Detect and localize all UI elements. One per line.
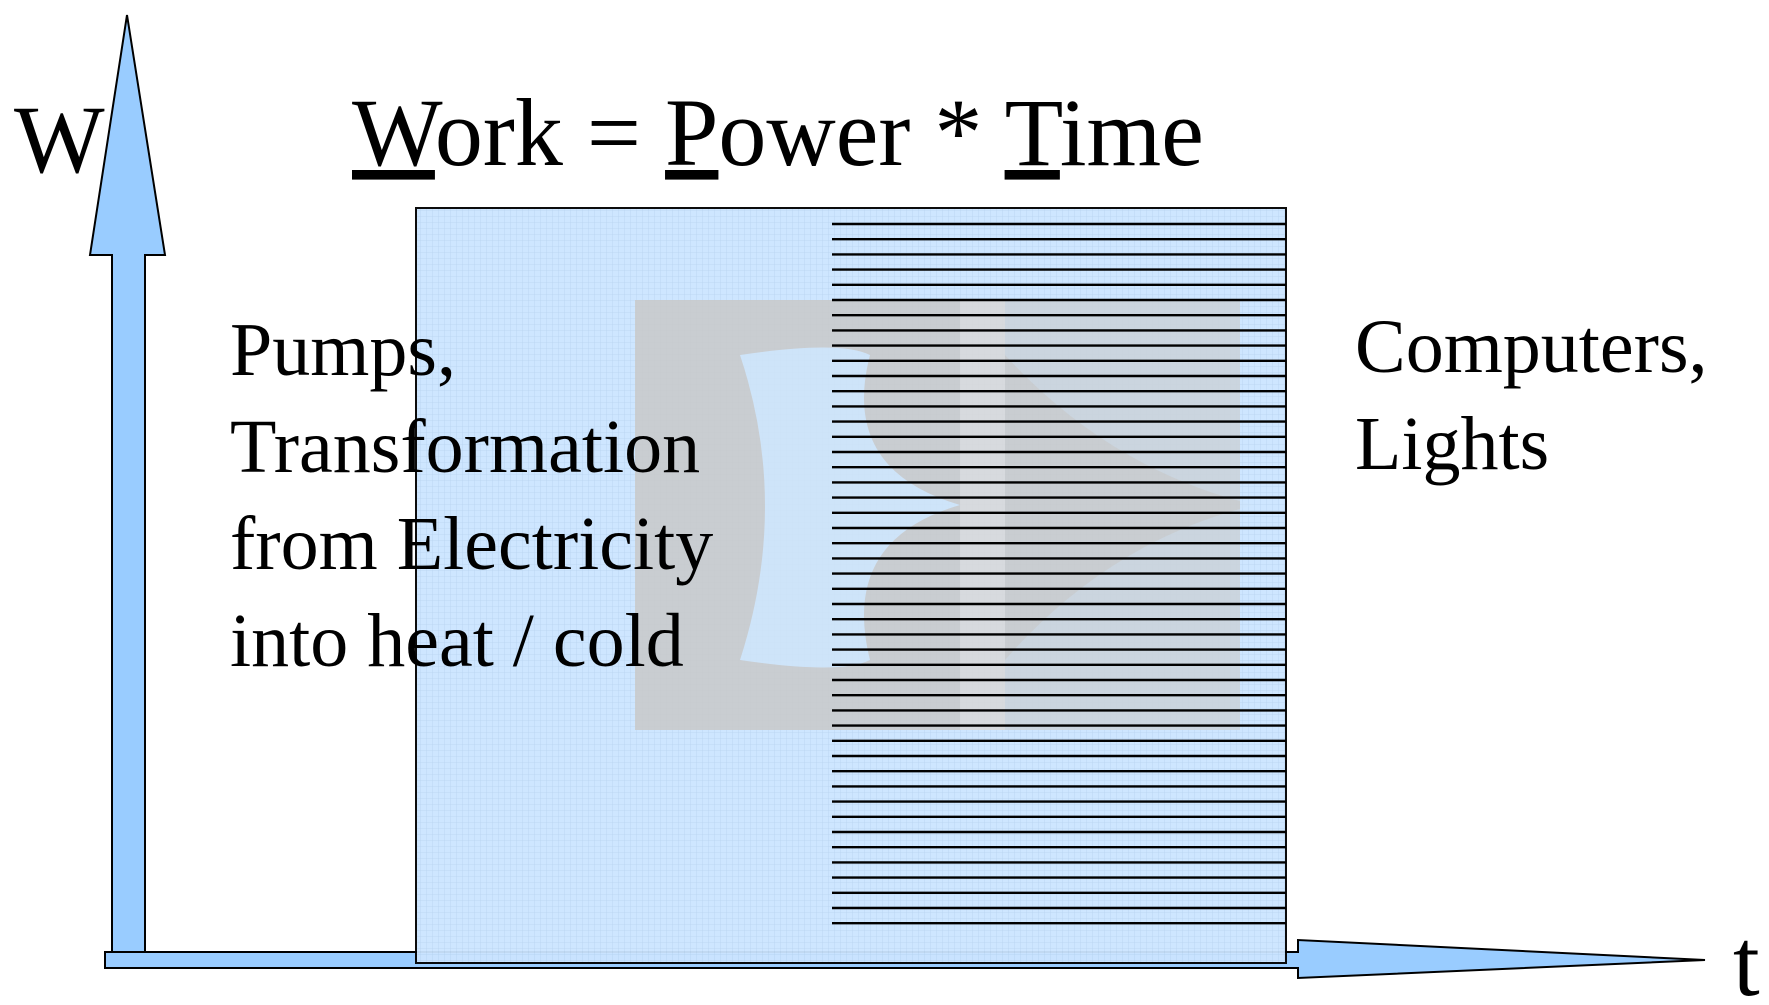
right-label-line: Computers,	[1355, 305, 1708, 389]
title-segment: ork =	[435, 79, 665, 186]
right-label: Computers, Lights	[1355, 305, 1708, 486]
right-label-line: Lights	[1355, 402, 1549, 486]
title-underlined-letter: P	[665, 79, 718, 186]
title-underlined-letter: W	[352, 79, 443, 186]
left-label-line: into heat / cold	[230, 599, 684, 683]
left-label-line: Pumps,	[230, 308, 456, 392]
y-axis-label: W	[14, 86, 105, 193]
left-label: Pumps, Transformation from Electricity i…	[230, 308, 713, 683]
title-underlined-letter: T	[1005, 79, 1063, 186]
y-axis-arrow	[88, 14, 167, 961]
x-axis-label: t	[1733, 909, 1760, 1005]
hatch-lines	[832, 222, 1286, 925]
left-label-line: from Electricity	[230, 502, 713, 586]
title-segment: ower *	[718, 79, 1004, 186]
title-text: Work = Power * Time	[352, 79, 1204, 186]
left-label-line: Transformation	[230, 405, 700, 489]
title-segment: ime	[1060, 79, 1204, 186]
